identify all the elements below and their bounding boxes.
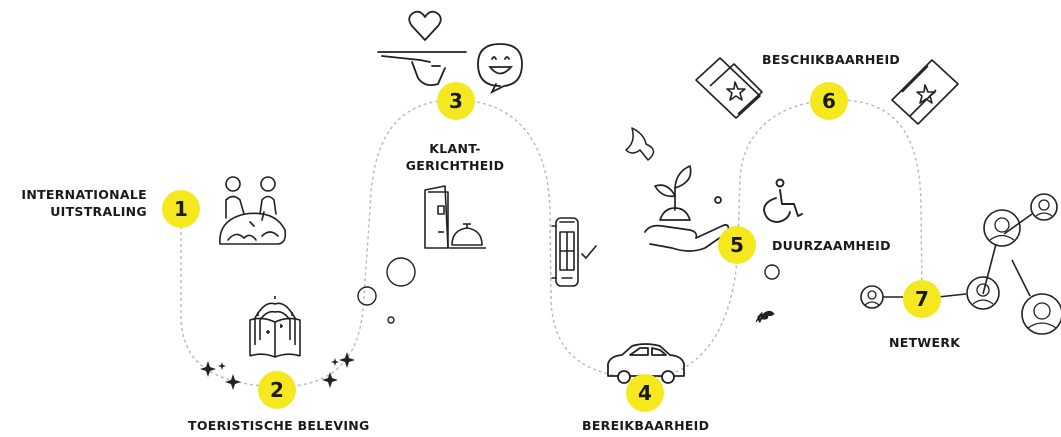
butterfly-icon — [625, 127, 655, 161]
car-icon — [607, 343, 685, 384]
step-label-6: BESCHIKBAARHEID — [762, 52, 901, 67]
step-badge-4: 4 — [626, 374, 664, 412]
plant-hand-icon — [644, 165, 730, 252]
step-badge-6: 6 — [810, 82, 848, 120]
sparkles-icon — [200, 352, 355, 390]
step-badge-5: 5 — [718, 226, 756, 264]
step-label-5: DUURZAAMHEID — [772, 238, 891, 253]
butterfly-icon — [755, 310, 775, 323]
bubbles-icon — [764, 264, 780, 280]
people-map-icon — [219, 176, 287, 245]
step-label-3: KLANT- GERICHTHEID — [405, 141, 505, 173]
step-label-7: NETWERK — [889, 335, 961, 350]
bus-check-icon — [551, 217, 597, 287]
step-label-1: INTERNATIONALE UITSTRALING — [21, 187, 147, 219]
smiley-speech-bubble-icon — [477, 43, 523, 95]
tickets-icon — [695, 57, 959, 125]
journey-path — [180, 99, 923, 388]
bubbles-icon — [357, 257, 416, 324]
step-label-4: BEREIKBAARHEID — [582, 418, 710, 433]
step-badge-3: 3 — [437, 82, 475, 120]
magic-book-icon — [249, 296, 301, 358]
step-badge-2: 2 — [258, 371, 296, 409]
step-label-2: TOERISTISCHE BELEVING — [188, 418, 370, 433]
waiter-tray-icon — [377, 51, 467, 87]
network-people-icon — [860, 193, 1061, 335]
wheelchair-icon — [763, 178, 803, 223]
heart-icon — [408, 10, 442, 41]
step-badge-1: 1 — [162, 190, 200, 228]
menu-bell-icon — [424, 185, 486, 249]
step-badge-7: 7 — [903, 280, 941, 318]
